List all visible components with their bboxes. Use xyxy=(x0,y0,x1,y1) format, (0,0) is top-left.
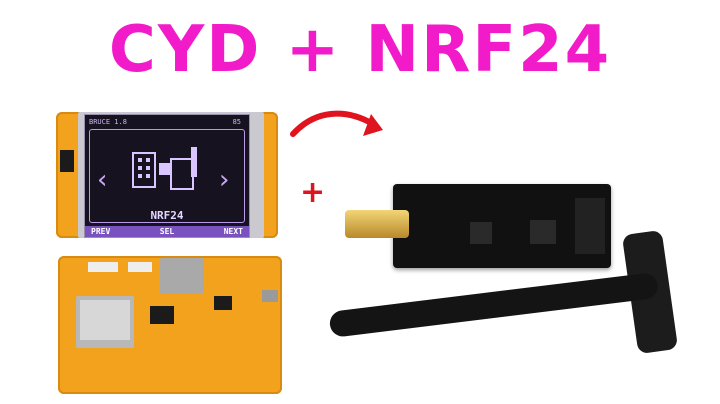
pa-chip xyxy=(530,220,556,244)
nav-sel-button[interactable]: SEL xyxy=(159,227,175,236)
nrf24-module xyxy=(393,184,611,268)
screen-nav-bar: PREV SEL NEXT xyxy=(85,226,249,237)
screen-status-left: BRUCE 1.8 xyxy=(89,118,127,126)
curved-arrow-icon xyxy=(290,110,383,137)
board-connector xyxy=(60,150,74,172)
chevron-left-icon[interactable]: ‹ xyxy=(97,165,108,195)
sma-connector xyxy=(345,210,409,238)
esp32-shield xyxy=(80,300,130,340)
screen-frame xyxy=(89,129,245,223)
connector-white xyxy=(88,262,118,272)
plus-sign: + xyxy=(300,175,326,210)
screen-status-right: 85 xyxy=(232,118,241,126)
chevron-right-icon[interactable]: › xyxy=(219,165,230,195)
headline: CYD + NRF24 xyxy=(108,13,612,87)
nrf-chip xyxy=(470,222,492,244)
cyd-screen: BRUCE 1.8 85 ‹ › NRF24 PREV SEL NEXT xyxy=(84,114,250,238)
sd-card-slot xyxy=(160,258,204,294)
antenna-rod xyxy=(328,271,660,338)
screen-label: NRF24 xyxy=(150,209,184,222)
ic-chip-small xyxy=(214,296,232,310)
pin-header xyxy=(575,198,605,254)
nrf24-module-icon xyxy=(132,147,197,190)
ic-chip xyxy=(150,306,174,324)
nav-prev-button[interactable]: PREV xyxy=(91,227,111,236)
nav-next-button[interactable]: NEXT xyxy=(223,227,243,236)
connector-white-2 xyxy=(128,262,152,272)
usb-port xyxy=(262,290,278,302)
